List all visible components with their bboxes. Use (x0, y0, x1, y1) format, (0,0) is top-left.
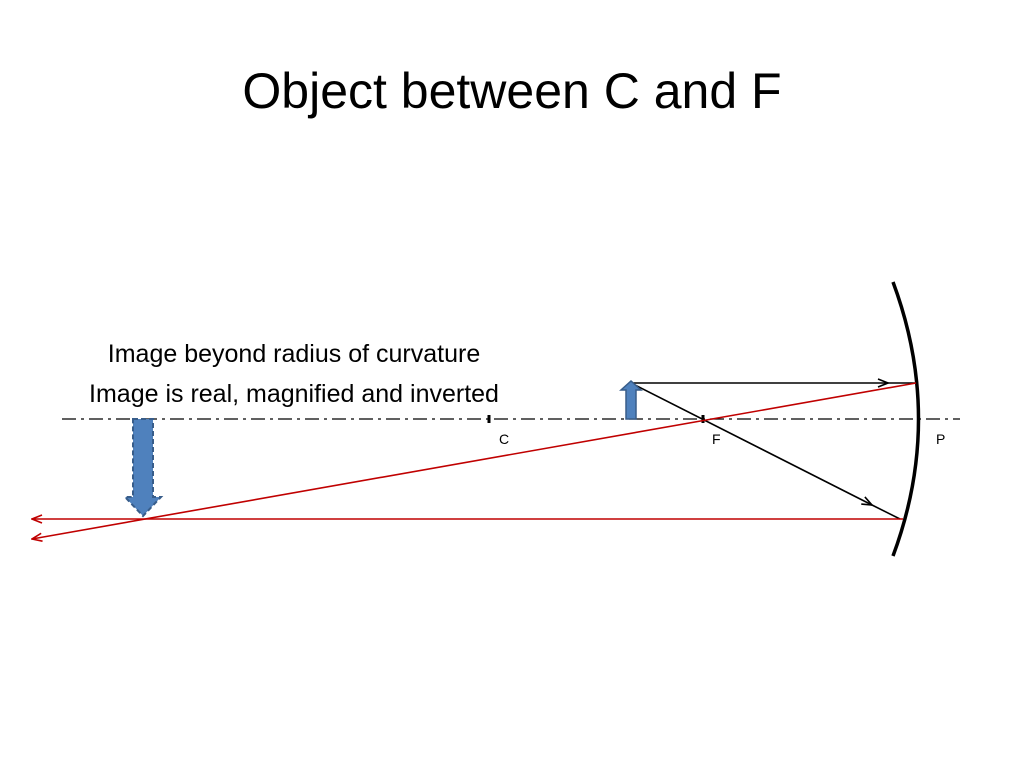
incident-ray-through-focus (630, 382, 872, 505)
reflected-ray-through-focus (32, 382, 917, 539)
slide-title: Object between C and F (242, 63, 782, 119)
object-arrow (619, 379, 643, 420)
f-point-label: F (712, 431, 721, 447)
image-arrow (122, 418, 164, 518)
incident-ray-through-focus-rest (869, 503, 901, 520)
caption-line-1: Image beyond radius of curvature (107, 340, 481, 368)
image-description: Image beyond radius of curvature Image i… (20, 334, 568, 414)
p-point-label: P (936, 431, 945, 447)
c-point-label: C (499, 431, 509, 447)
caption-line-2: Image is real, magnified and inverted (89, 380, 499, 408)
concave-mirror (891, 281, 921, 557)
